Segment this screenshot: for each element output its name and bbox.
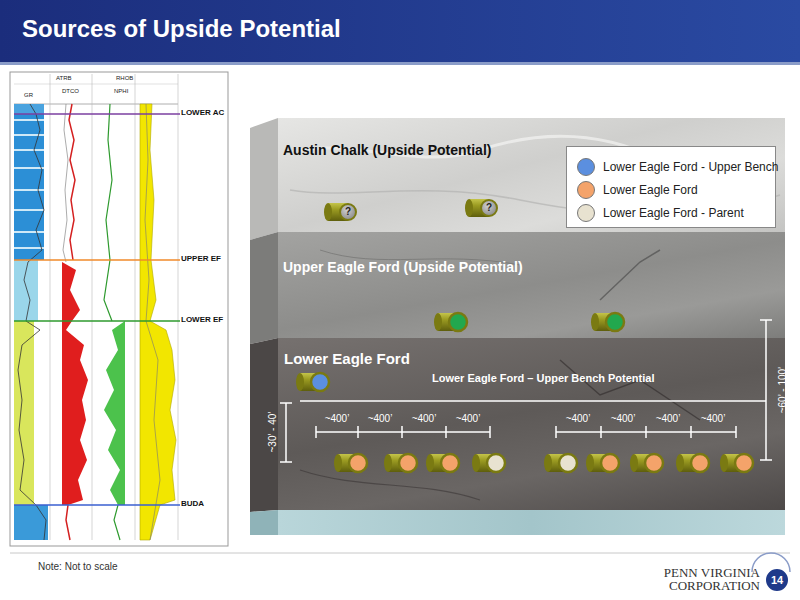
formation-band: Upper Eagle Ford (Upside Potential) (278, 232, 785, 338)
formation-band: Lower Eagle FordLower Eagle Ford – Upper… (278, 338, 785, 510)
log-header: ATRB (56, 75, 72, 81)
formation-top: LOWER EF (181, 315, 223, 324)
dimension: ~400’ (701, 413, 726, 424)
legend-swatch (577, 204, 595, 222)
well-marker: ? (480, 199, 498, 217)
note: Note: Not to scale (38, 561, 117, 572)
formation-top: BUDA (181, 499, 204, 508)
well-marker: ? (339, 203, 357, 221)
node-text: ? (482, 201, 496, 215)
dimension: ~60’ - 100’ (777, 367, 788, 414)
dimension: ~400’ (656, 413, 681, 424)
page-number: 14 (764, 567, 790, 593)
node-text: ? (341, 205, 355, 219)
legend-text: Lower Eagle Ford - Upper Bench (603, 160, 778, 174)
title-bar (0, 0, 800, 65)
block-side (250, 118, 278, 535)
dimension: ~400’ (325, 413, 350, 424)
slide-title: Sources of Upside Potential (22, 15, 341, 43)
log-header: RHOB (116, 75, 133, 81)
node-text: Austin Chalk (Upside Potential) (283, 142, 491, 158)
legend-text: Lower Eagle Ford (603, 183, 698, 197)
formation-top: UPPER EF (181, 254, 221, 263)
dimension: ~30’ - 40’ (267, 411, 278, 452)
legend-text: Lower Eagle Ford - Parent (603, 206, 744, 220)
dimension: ~400’ (566, 413, 591, 424)
formation-top: LOWER AC (181, 108, 224, 117)
node-text: Lower Eagle Ford (284, 350, 410, 367)
node-text: 14 (766, 569, 788, 591)
company-logo: PENN VIRGINIA CORPORATION (656, 566, 760, 592)
well-log (10, 72, 228, 546)
log-header: NPHI (114, 88, 128, 94)
dimension: ~400’ (412, 413, 437, 424)
legend-swatch (577, 181, 595, 199)
dimension: ~400’ (456, 413, 481, 424)
dimension: ~400’ (611, 413, 636, 424)
log-header: GR (24, 92, 33, 98)
legend-box: Lower Eagle Ford - Upper BenchLower Eagl… (566, 146, 776, 228)
log-header: DTCO (62, 88, 79, 94)
dimension: ~400’ (368, 413, 393, 424)
legend-swatch (577, 158, 595, 176)
buda-layer (278, 510, 785, 535)
node-text: Lower Eagle Ford – Upper Bench Potential (432, 372, 654, 384)
footer-rule (10, 553, 790, 554)
node-text: Upper Eagle Ford (Upside Potential) (283, 259, 523, 275)
